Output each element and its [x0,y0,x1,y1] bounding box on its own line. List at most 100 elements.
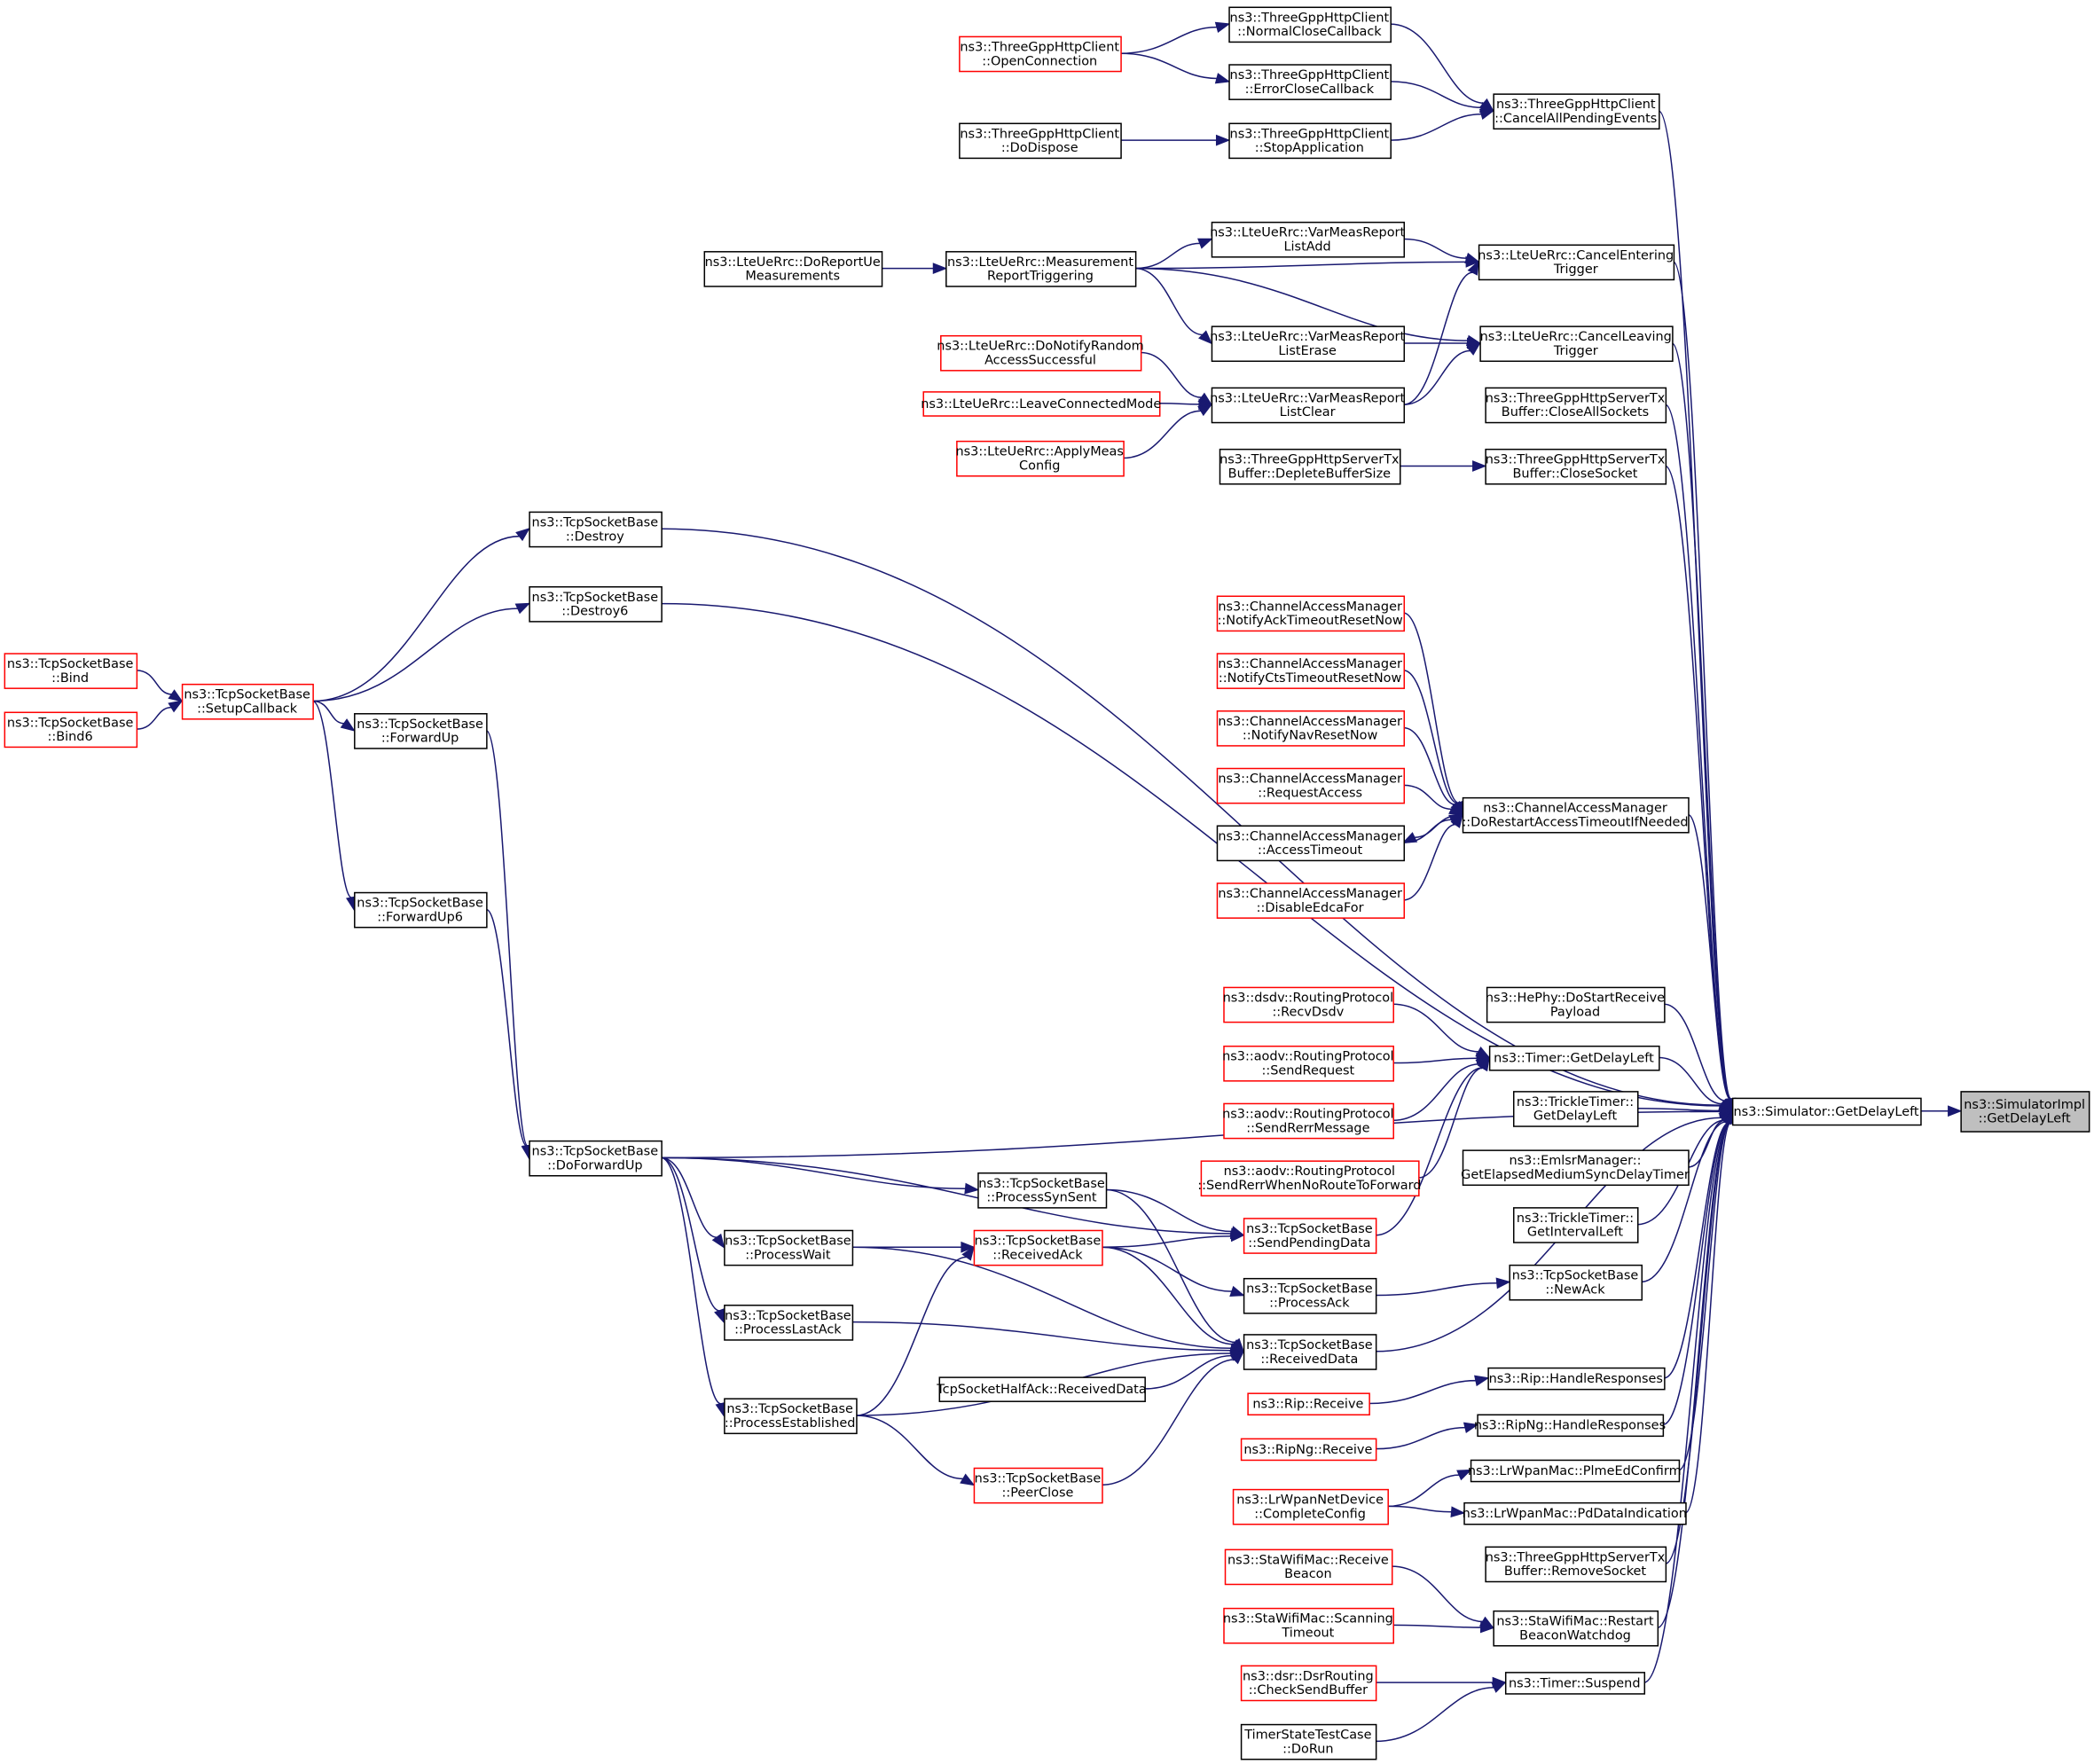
node-ns3-threegpphttpclient-errorclosecallback[interactable]: ns3::ThreeGppHttpClient::ErrorCloseCallb… [1228,64,1392,100]
node-ns3-channelaccessmanager-notifyctstimeoutresetnow[interactable]: ns3::ChannelAccessManager::NotifyCtsTime… [1216,653,1406,689]
edge-line [1403,726,1456,805]
node-ns3-threegpphttpclient-openconnection[interactable]: ns3::ThreeGppHttpClient::OpenConnection [959,35,1122,73]
node-ns3-channelaccessmanager-accesstimeout[interactable]: ns3::ChannelAccessManager::AccessTimeout [1216,825,1406,862]
node-label-line: ns3::ChannelAccessManager [1218,887,1402,901]
node-ns3-tcpsocketbase-processlastack[interactable]: ns3::TcpSocketBase::ProcessLastAck [724,1305,854,1341]
node-ns3-tcpsocketbase-processack[interactable]: ns3::TcpSocketBase::ProcessAck [1243,1277,1377,1314]
node-ns3-threegpphttpservertxbuffer-depletebuffersize[interactable]: ns3::ThreeGppHttpServerTxBuffer::Deplete… [1219,448,1401,485]
node-ns3-ripng-handleresponses[interactable]: ns3::RipNg::HandleResponses [1474,1414,1666,1438]
node-ns3-tcpsocketbase-bind[interactable]: ns3::TcpSocketBase::Bind [4,653,138,689]
node-box [1232,1488,1389,1525]
edge-line [1369,1379,1477,1405]
node-box [973,1229,1103,1266]
arrowhead-icon [168,689,184,702]
node-ns3-dsr-dsrrouting-checksendbuffer[interactable]: ns3::dsr::DsrRouting::CheckSendBuffer [1240,1665,1377,1702]
node-ns3-channelaccessmanager-notifynavresetnow[interactable]: ns3::ChannelAccessManager::NotifyNavRese… [1216,710,1406,747]
node-ns3-lteuerrc-measurementreporttriggering[interactable]: ns3::LteUeRrc::MeasurementReportTriggeri… [945,251,1137,287]
node-label-line: ns3::HePhy::DoStartReceive [1486,991,1665,1005]
node-ns3-lteuerrc-leaveconnectedmode[interactable]: ns3::LteUeRrc::LeaveConnectedMode [921,391,1161,417]
node-ns3-ripng-receive[interactable]: ns3::RipNg::Receive [1240,1438,1377,1462]
edge-line [1120,52,1218,80]
edge-line [1637,1107,1721,1112]
node-ns3-tcpsocketbase-setupcallback[interactable]: ns3::TcpSocketBase::SetupCallback [181,683,314,720]
node-box [1228,64,1392,100]
node-label-line: ns3::TcpSocketBase [975,1472,1102,1486]
node-ns3-aodv-routingprotocol-sendrerrmessage[interactable]: ns3::aodv::RoutingProtocol::SendRerrMess… [1222,1102,1394,1140]
node-ns3-dsdv-routingprotocol-recvdsdv[interactable]: ns3::dsdv::RoutingProtocol::RecvDsdv [1223,986,1394,1023]
node-ns3-threegpphttpclient-cancelallpendingevents[interactable]: ns3::ThreeGppHttpClient::CancelAllPendin… [1493,93,1660,130]
node-ns3-threegpphttpservertxbuffer-closeallsockets[interactable]: ns3::ThreeGppHttpServerTxBuffer::CloseAl… [1485,387,1667,424]
node-box [1243,1277,1377,1314]
node-ns3-timer-getdelayleft[interactable]: ns3::Timer::GetDelayLeft [1488,1045,1660,1071]
node-ns3-threegpphttpclient-stopapplication[interactable]: ns3::ThreeGppHttpClient::StopApplication [1228,122,1392,160]
node-ns3-channelaccessmanager-dorestartaccesstimeoutifneeded[interactable]: ns3::ChannelAccessManager::DoRestartAcce… [1462,796,1690,834]
node-ns3-tcpsocketbase-receivedack[interactable]: ns3::TcpSocketBase::ReceivedAck [973,1229,1103,1266]
node-ns3-tcpsocketbase-bind6[interactable]: ns3::TcpSocketBase::Bind6 [4,711,138,749]
node-ns3-tcpsocketbase-processsynsent[interactable]: ns3::TcpSocketBase::ProcessSynSent [977,1172,1108,1209]
node-ns3-tcpsocketbase-doforwardup[interactable]: ns3::TcpSocketBase::DoForwardUp [529,1140,663,1177]
node-ns3-threegpphttpclient-normalclosecallback[interactable]: ns3::ThreeGppHttpClient::NormalCloseCall… [1228,6,1392,43]
edge-line [1664,1003,1726,1102]
edge-line [1102,1359,1235,1486]
node-ns3-threegpphttpservertxbuffer-removesocket[interactable]: ns3::ThreeGppHttpServerTxBuffer::RemoveS… [1485,1546,1667,1583]
node-ns3-channelaccessmanager-requestaccess[interactable]: ns3::ChannelAccessManager::RequestAccess [1216,767,1406,804]
node-label-line: ::SendRerrMessage [1246,1121,1369,1135]
edge-lte_listclear-to-lte_cancelleaving [1403,341,1481,405]
node-ns3-channelaccessmanager-notifyacktimeoutresetnow[interactable]: ns3::ChannelAccessManager::NotifyAckTime… [1216,595,1406,632]
arrowhead-icon [1491,1682,1507,1693]
edge-line [1390,23,1485,104]
node-ns3-channelaccessmanager-disableedcafor[interactable]: ns3::ChannelAccessManager::DisableEdcaFo… [1216,882,1406,919]
node-timerstatetestcase-dorun[interactable]: TimerStateTestCase::DoRun [1240,1723,1377,1760]
node-ns3-tcpsocketbase-forwardup[interactable]: ns3::TcpSocketBase::ForwardUp [354,713,488,749]
node-ns3-emlsrmanager-getelapsedmediumsyncdelaytimer[interactable]: ns3::EmlsrManager::GetElapsedMediumSyncD… [1461,1149,1690,1187]
node-tcpsockethalfack-receiveddata[interactable]: TcpSocketHalfAck::ReceivedData [936,1376,1147,1402]
node-ns3-tcpsocketbase-destroy[interactable]: ns3::TcpSocketBase::Destroy [529,511,663,548]
edge-cam_ackto-to-cam_dorestart [1403,612,1464,817]
node-ns3-rip-handleresponses[interactable]: ns3::Rip::HandleResponses [1487,1367,1666,1391]
node-ns3-threegpphttpservertxbuffer-closesocket[interactable]: ns3::ThreeGppHttpServerTxBuffer::CloseSo… [1485,448,1667,485]
node-ns3-trickletimer-getintervalleft[interactable]: ns3::TrickleTimer::GetIntervalLeft [1512,1207,1639,1243]
node-ns3-tcpsocketbase-destroy6[interactable]: ns3::TcpSocketBase::Destroy6 [529,585,663,623]
node-ns3-aodv-routingprotocol-sendrerrwhennoroutetoforward[interactable]: ns3::aodv::RoutingProtocol::SendRerrWhen… [1197,1160,1421,1197]
node-ns3-tcpsocketbase-newack[interactable]: ns3::TcpSocketBase::NewAck [1509,1264,1643,1301]
node-label-line: ns3::TcpSocketBase [7,657,134,671]
node-label-line: ns3::StaWifiMac::Receive [1227,1553,1389,1567]
edge-line [1102,1246,1233,1292]
node-label-line: ns3::Rip::Receive [1252,1398,1363,1412]
node-label-line: GetElapsedMediumSyncDelayTimer [1461,1168,1690,1182]
node-ns3-lrwpanmac-pddataindication[interactable]: ns3::LrWpanMac::PdDataIndication [1463,1501,1687,1525]
node-ns3-tcpsocketbase-receiveddata[interactable]: ns3::TcpSocketBase::ReceivedData [1243,1334,1377,1370]
edge-line [1684,1122,1732,1514]
node-ns3-lrwpanmac-plmeedconfirm[interactable]: ns3::LrWpanMac::PlmeEdConfirm [1468,1459,1682,1483]
node-ns3-tcpsocketbase-peerclose[interactable]: ns3::TcpSocketBase::PeerClose [973,1467,1103,1504]
node-ns3-timer-suspend[interactable]: ns3::Timer::Suspend [1504,1672,1646,1695]
node-label-line: Buffer::CloseAllSockets [1502,405,1649,419]
node-ns3-simulator-getdelayleft[interactable]: ns3::Simulator::GetDelayLeft [1731,1097,1922,1126]
node-ns3-tcpsocketbase-processwait[interactable]: ns3::TcpSocketBase::ProcessWait [724,1229,854,1266]
node-ns3-tcpsocketbase-processestablished[interactable]: ns3::TcpSocketBase::ProcessEstablished [724,1398,858,1435]
edge-sim-to-target [1920,1105,1963,1117]
node-box [1478,244,1675,281]
node-ns3-rip-receive[interactable]: ns3::Rip::Receive [1247,1392,1370,1416]
node-label-line: ns3::ThreeGppHttpServerTx [1220,453,1400,467]
node-ns3-aodv-routingprotocol-sendrequest[interactable]: ns3::aodv::RoutingProtocol::SendRequest [1222,1045,1394,1082]
node-ns3-lteuerrc-donotifyrandomaccesssuccessful[interactable]: ns3::LteUeRrc::DoNotifyRandomAccessSucce… [937,334,1144,372]
node-ns3-threegpphttpclient-dodispose[interactable]: ns3::ThreeGppHttpClient::DoDispose [959,122,1122,160]
node-ns3-tcpsocketbase-forwardup6[interactable]: ns3::TcpSocketBase::ForwardUp6 [354,891,488,929]
node-ns3-lrwpannetdevice-completeconfig[interactable]: ns3::LrWpanNetDevice::CompleteConfig [1232,1488,1389,1525]
edge-tcp_destroy6-to-sim [661,602,1734,1112]
node-ns3-trickletimer-getdelayleft[interactable]: ns3::TrickleTimer::GetDelayLeft [1512,1091,1639,1127]
node-ns3-tcpsocketbase-sendpendingdata[interactable]: ns3::TcpSocketBase::SendPendingData [1243,1218,1377,1254]
node-label-line: ::DisableEdcaFor [1257,901,1364,915]
